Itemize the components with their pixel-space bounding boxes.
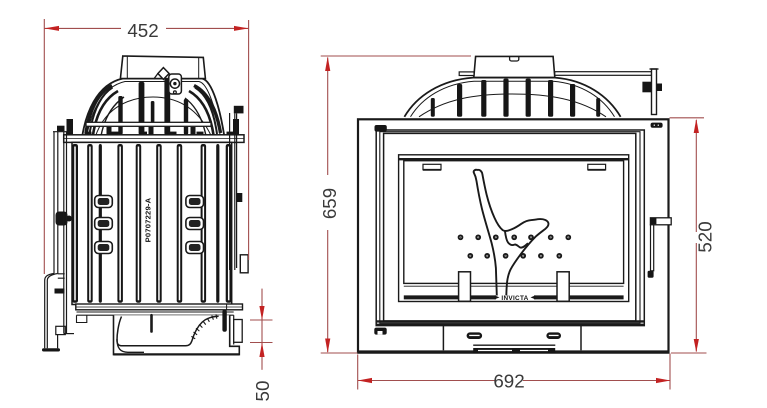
svg-text:659: 659	[319, 188, 340, 219]
svg-text:692: 692	[493, 371, 524, 392]
svg-text:P0707229-A: P0707229-A	[144, 197, 153, 242]
svg-text:INVICTA: INVICTA	[501, 295, 528, 302]
svg-text:520: 520	[695, 221, 716, 252]
svg-text:452: 452	[127, 20, 158, 41]
svg-text:50: 50	[252, 381, 273, 402]
